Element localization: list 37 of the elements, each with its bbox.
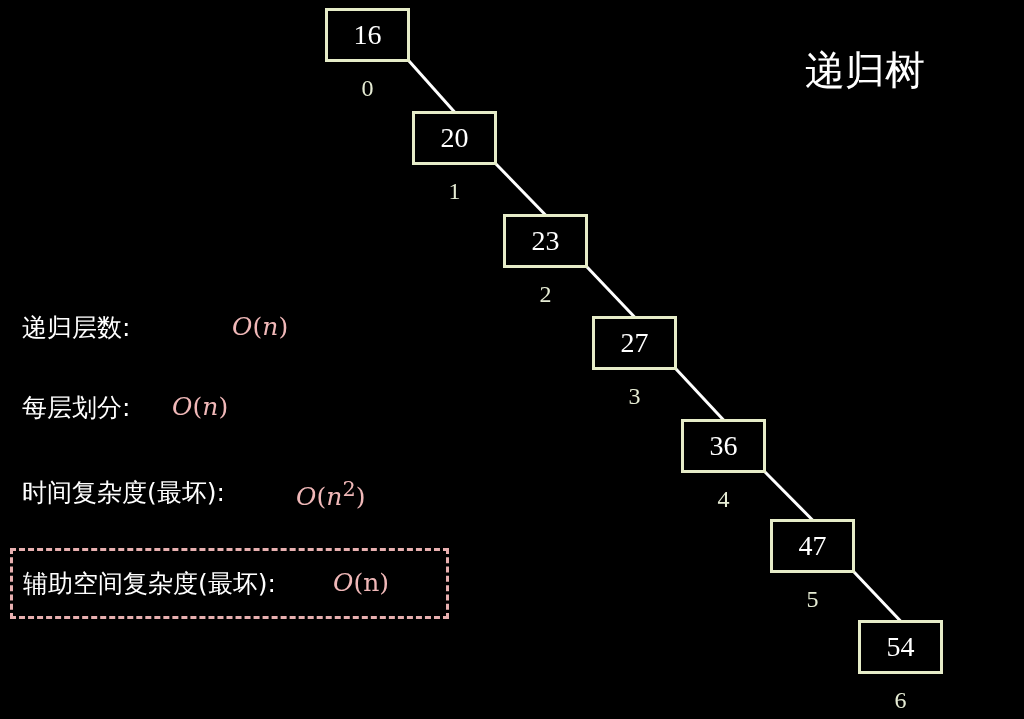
number-box (770, 519, 855, 573)
complexity-formula: O(n$^{2}$) (296, 479, 366, 510)
connector-line (763, 470, 814, 522)
complexity-formula: O(n) (232, 314, 289, 339)
node-value: 36 (709, 430, 738, 462)
complexity-label: 辅助空间复杂度(最坏): (23, 571, 276, 596)
index-label: 1 (448, 179, 461, 203)
node-value: 23 (531, 225, 560, 257)
connector-line (494, 162, 547, 217)
node-value: 47 (798, 530, 827, 562)
node-value: 54 (886, 631, 915, 663)
connector-line (852, 570, 902, 623)
connector-line (407, 60, 456, 113)
node-value: 27 (620, 327, 649, 359)
index-label: 4 (717, 487, 730, 511)
node-value: 16 (353, 19, 382, 51)
complexity-formula: O(n) (333, 570, 390, 595)
index-label: 3 (628, 384, 641, 408)
connector-line (674, 367, 725, 422)
index-label: 5 (806, 587, 819, 611)
complexity-label: 递归层数: (22, 315, 131, 340)
title: 递归树 (805, 50, 925, 90)
number-box (503, 214, 588, 268)
index-label: 0 (361, 76, 374, 100)
dashed-box (10, 548, 449, 619)
number-box (412, 111, 497, 165)
complexity-formula: O(n) (172, 394, 229, 419)
node-value: 20 (440, 122, 469, 154)
number-box (325, 8, 410, 62)
complexity-label: 时间复杂度(最坏): (22, 480, 225, 505)
connector-line (585, 265, 636, 319)
index-label: 2 (539, 282, 552, 306)
number-box (858, 620, 943, 674)
number-box (681, 419, 766, 473)
number-box (592, 316, 677, 370)
index-label: 6 (894, 688, 907, 712)
complexity-label: 每层划分: (22, 395, 131, 420)
